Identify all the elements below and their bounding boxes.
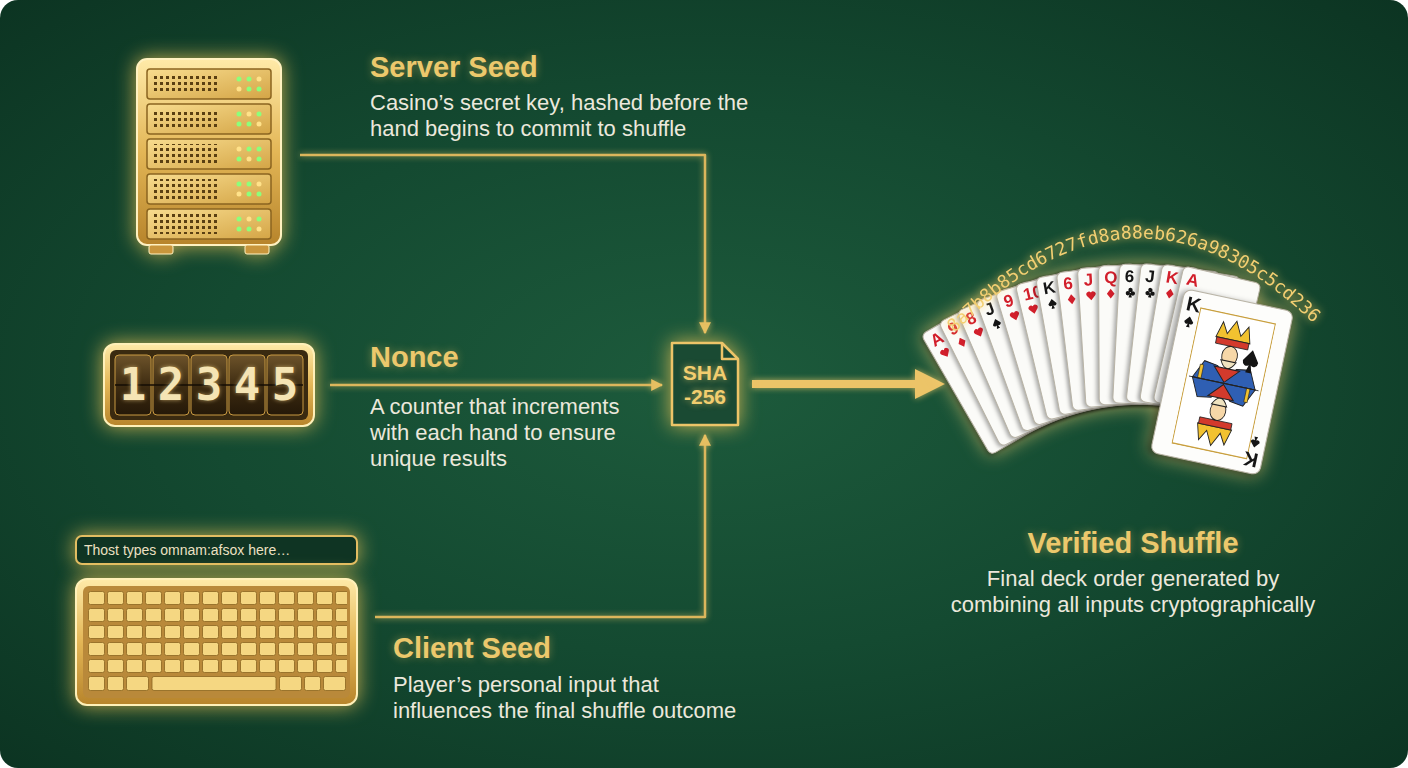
suit-symbol <box>973 327 985 339</box>
server-node: Server SeedCasino’s secret key, hashed b… <box>135 57 283 257</box>
suit-symbol <box>1028 304 1039 315</box>
suit-symbol <box>1048 298 1058 309</box>
suit-symbol <box>939 347 951 359</box>
card-rank: K <box>1042 279 1057 299</box>
node-description: Final deck order generated by combining … <box>944 566 1322 618</box>
card-rank: J <box>1083 271 1094 290</box>
suit-symbol <box>1182 315 1196 329</box>
node-heading: Server Seed <box>370 50 790 85</box>
suit-symbol <box>1066 293 1078 305</box>
client-node: Client SeedPlayer’s personal input that … <box>75 578 358 706</box>
card-rank: K <box>1241 448 1259 471</box>
output-arrow <box>752 380 921 388</box>
suit-symbol <box>1067 294 1076 305</box>
king-portrait <box>1172 308 1275 459</box>
hash-string: 8a7b8b85cd6727fd8a88eb626a98305c5cd236 <box>943 221 1325 335</box>
suit-symbol <box>1046 297 1059 310</box>
suit-symbol <box>1008 309 1022 323</box>
suit-symbol <box>1163 287 1176 300</box>
card-fan: A98J910K6JQ6JKAKK <box>960 250 1310 495</box>
shuffle-node: Verified ShuffleFinal deck order generat… <box>960 250 1310 495</box>
suit-symbol <box>1086 291 1096 300</box>
card-rank: 9 <box>945 319 962 339</box>
suit-symbol <box>1250 436 1261 448</box>
card-rank: K <box>1165 268 1180 288</box>
keyboard-icon <box>76 579 357 705</box>
nonce-node: 12345NonceA counter that increments with… <box>103 343 315 427</box>
card-rank: Q <box>1104 269 1117 287</box>
suit-symbol <box>1145 287 1155 298</box>
hash-string: 8a7b8b85cd6727fd8a88eb626a98305c5cd236 <box>943 221 1325 335</box>
suit-symbol <box>1105 288 1116 299</box>
input-field: Thost types omnam:afsox here… <box>75 535 358 565</box>
node-heading: Client Seed <box>393 631 813 666</box>
node-heading: Nonce <box>370 340 670 375</box>
server-icon <box>135 57 283 257</box>
suit-symbol <box>1085 290 1097 302</box>
suit-symbol <box>1009 311 1020 322</box>
king-portrait <box>1171 307 1276 460</box>
node-heading: Verified Shuffle <box>936 526 1330 561</box>
suit-symbol <box>1125 287 1137 299</box>
keyboard-icon <box>75 578 358 706</box>
suit-symbol <box>1027 303 1040 316</box>
card-rank: 8 <box>963 309 979 329</box>
input-text: Thost types omnam:afsox here… <box>84 541 349 559</box>
suit-symbol <box>1107 289 1115 299</box>
card-rank: J <box>1144 267 1155 286</box>
nonce-digits: 12345 <box>120 355 320 415</box>
suit-symbol <box>956 336 967 348</box>
server-icon <box>137 59 281 254</box>
node-description: Player’s personal input that influences … <box>393 672 746 724</box>
card-rank: 6 <box>1124 268 1134 286</box>
suit-symbol <box>991 318 1002 330</box>
node-description: Casino’s secret key, hashed before the h… <box>370 90 770 142</box>
input-connector <box>300 155 705 333</box>
suit-symbol <box>1125 288 1135 298</box>
hash-node: SHA -256 <box>670 341 740 427</box>
suit-symbol <box>1144 286 1156 298</box>
hash-label: SHA -256 <box>670 361 740 409</box>
suit-symbol <box>1248 435 1262 449</box>
card-rank: A <box>1185 271 1201 291</box>
card-rank: J <box>982 300 997 320</box>
input-box <box>76 536 357 564</box>
node-description: A counter that increments with each hand… <box>370 394 635 472</box>
suit-symbol <box>1183 316 1194 328</box>
card-rank: 9 <box>1002 292 1016 312</box>
card-rank: 6 <box>1062 275 1074 294</box>
suit-symbol <box>1165 288 1174 299</box>
input-connector <box>330 384 662 387</box>
